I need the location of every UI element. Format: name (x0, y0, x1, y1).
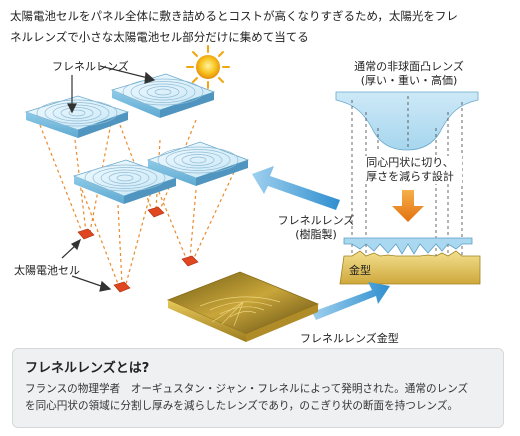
convex-lens-section (335, 91, 479, 256)
resin-fresnel-label: フレネルレンズ (樹脂製) (272, 214, 360, 242)
lens-panel-4 (146, 141, 250, 186)
header-description: 太陽電池セルをパネル全体に敷き詰めるとコストが高くなりすぎるため，太陽光をフレ … (10, 6, 510, 48)
sun-icon (186, 45, 230, 89)
solar-cell-1 (77, 228, 95, 240)
header-line-1: 太陽電池セルをパネル全体に敷き詰めるとコストが高くなりすぎるため，太陽光をフレ (10, 9, 458, 23)
mold-block (339, 250, 481, 285)
fresnel-resin-lens (343, 237, 473, 255)
resin-fresnel-line-2: (樹脂製) (295, 228, 337, 241)
light-path-lines (39, 117, 235, 285)
lens-panel-2 (110, 73, 216, 118)
info-line-2: を同心円状の領域に分割し厚みを減らしたレンズであり，のこぎり状の断面を持つレンズ… (25, 400, 459, 412)
concentric-note-line-1: 同心円状に切り、 (366, 156, 454, 169)
fresnel-mold-label: フレネルレンズ金型 (300, 332, 399, 345)
convex-lens-label: 通常の非球面凸レンズ (厚い・重い・高価) (350, 60, 468, 88)
fresnel-mold-plate (166, 271, 320, 342)
concentric-note-line-2: 厚さを減らす設計 (366, 170, 454, 183)
header-line-2: ネルレンズで小さな太陽電池セル部分だけに集めて当てる (10, 30, 309, 44)
info-body: フランスの物理学者 オーギュスタン・ジャン・フレネルによって発明された。通常のレ… (25, 381, 491, 415)
solar-cells (77, 206, 199, 293)
lens-panel-3 (72, 159, 178, 204)
resin-fresnel-line-1: フレネルレンズ (277, 214, 355, 227)
up-arrow-icon (252, 166, 340, 210)
solar-cell-label: 太陽電池セル (14, 264, 80, 277)
mold-label: 金型 (349, 264, 371, 277)
down-arrow-icon (392, 190, 424, 222)
right-arrow-icon (312, 282, 390, 320)
convex-lens-title: 通常の非球面凸レンズ (354, 60, 464, 73)
label-pointers (61, 65, 156, 292)
info-line-1: フランスの物理学者 オーギュスタン・ジャン・フレネルによって発明された。通常のレ… (25, 383, 469, 395)
info-box: フレネルレンズとは? フランスの物理学者 オーギュスタン・ジャン・フレネルによっ… (12, 348, 504, 428)
solar-cell-2 (147, 206, 165, 218)
solar-cell-4 (181, 255, 199, 267)
concentric-note: 同心円状に切り、 厚さを減らす設計 (358, 156, 462, 184)
info-title: フレネルレンズとは? (25, 361, 150, 376)
fresnel-lens-label: フレネルレンズ (52, 60, 129, 73)
solar-cell-3 (113, 281, 131, 293)
convex-lens-subtitle: (厚い・重い・高価) (360, 74, 458, 87)
lens-panel-1 (24, 95, 130, 138)
fresnel-lens-panels (24, 73, 250, 204)
